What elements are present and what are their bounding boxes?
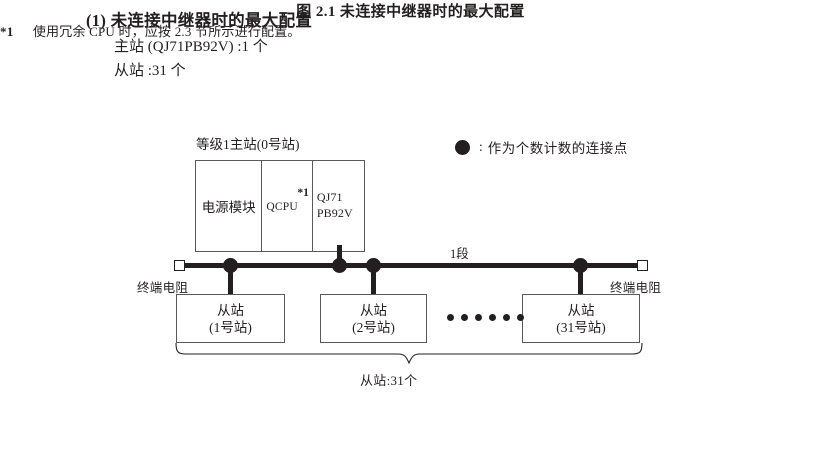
ellipsis-dot — [503, 314, 510, 321]
master-module-label-line1: QJ71 — [316, 190, 343, 204]
section-number: (1) — [86, 11, 107, 30]
slave-station-title: 从站 — [567, 302, 595, 318]
slave-station-box: 从站 (2号站) — [320, 294, 427, 343]
slave-station-number: (31号站) — [556, 319, 606, 335]
segment-label: 1段 — [450, 247, 469, 261]
connection-point-dot — [331, 258, 347, 273]
footnote-text: 使用冗余 CPU 时，应按 2.3 节所示进行配置。 — [32, 24, 301, 39]
ellipsis-dot — [489, 314, 496, 321]
slave-station-number: (2号站) — [352, 319, 395, 335]
ellipsis-dot — [475, 314, 482, 321]
spec-master-count: 主站 (QJ71PB92V) :1 个 — [114, 39, 268, 55]
terminator-right-label: 终端电阻 — [610, 281, 662, 295]
slave-31-drop-line — [578, 263, 583, 295]
slave-2-drop-line — [371, 263, 376, 295]
terminator-left-icon — [174, 260, 185, 271]
connection-point-dot — [223, 258, 238, 273]
connection-point-dot — [573, 258, 588, 273]
slave-station-box: 从站 (1号站) — [176, 294, 285, 343]
slave-group-brace-icon — [175, 343, 643, 365]
footnote-marker: *1 — [0, 24, 14, 39]
ellipsis-dot — [447, 314, 454, 321]
figure-caption: 图 2.1 未连接中继器时的最大配置 — [296, 4, 525, 20]
legend-separator: : — [479, 139, 483, 154]
heading-block: (1) 未连接中继器时的最大配置 主站 (QJ71PB92V) :1 个 从站 … — [86, 10, 706, 82]
bus-trunk-line — [181, 263, 641, 268]
cpu-footnote-marker: *1 — [297, 187, 309, 199]
slave-group-label: 从站:31个 — [360, 373, 418, 388]
page-title: (1) 未连接中继器时的最大配置 — [86, 10, 706, 32]
legend-label: 作为个数计数的连接点 — [487, 141, 628, 156]
master-drop-line — [336, 245, 342, 267]
ellipsis-dot — [517, 314, 524, 321]
cpu-module-label: QCPU — [266, 201, 298, 213]
power-supply-module-cell: 电源模块 — [196, 161, 263, 251]
connection-point-dot — [366, 258, 381, 273]
power-supply-module-label: 电源模块 — [201, 200, 256, 215]
master-module-label-line2: PB92V — [316, 206, 353, 220]
spec-slave-count: 从站 :31 个 — [114, 63, 186, 79]
filled-circle-icon — [455, 139, 470, 155]
slave-1-drop-line — [228, 263, 233, 295]
footnote: *1 使用冗余 CPU 时，应按 2.3 节所示进行配置。 — [0, 21, 821, 40]
terminator-left-label: 终端电阻 — [137, 281, 189, 295]
legend: : 作为个数计数的连接点 — [455, 137, 628, 157]
master-rack: 电源模块 QCPU *1 QJ71 PB92V — [195, 160, 365, 252]
section-title-text: 未连接中继器时的最大配置 — [110, 11, 313, 30]
master-station-label: 等级1主站(0号站) — [196, 137, 300, 152]
slave-station-number: (1号站) — [209, 319, 252, 335]
terminator-right-icon — [637, 260, 648, 271]
cpu-module-cell: QCPU *1 — [262, 161, 313, 251]
slave-station-title: 从站 — [360, 302, 387, 318]
profibus-master-module-cell: QJ71 PB92V — [313, 161, 364, 251]
ellipsis-dots-icon — [447, 314, 524, 321]
ellipsis-dot — [461, 314, 468, 321]
slave-station-title: 从站 — [217, 302, 244, 318]
slave-station-box: 从站 (31号站) — [522, 294, 640, 343]
